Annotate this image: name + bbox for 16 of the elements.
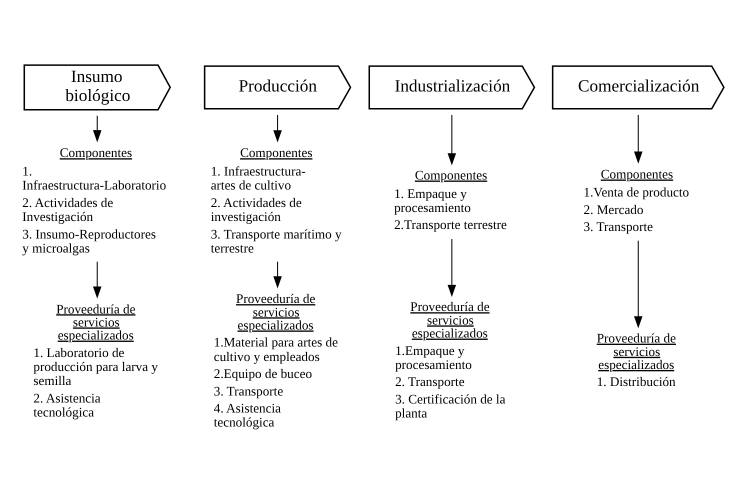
arrow (448, 239, 456, 298)
node-text: Proveeduría de servicios especializados 1. Distribución (596, 330, 676, 390)
node-text: Proveeduría de servicios especializados 1.Material para artes de cultivo y empleados 2.Equipo de buceo 3. Transporte 4. Asistencia tecnológica (214, 291, 338, 430)
node-text: Componentes 1. Infraestructura-Laboratorio 2. Actividades de Investigación 3. Insumo-Reproductores y microalgas (22, 145, 166, 256)
arrow (634, 114, 643, 164)
arrow (634, 240, 643, 328)
node-text: Componentes 1. Empaque y procesamiento 2.Transporte terrestre (394, 168, 507, 232)
node-text: Componentes 1. Infraestructura- artes de cultivo 2. Actividades de investigación 3. Transporte marítimo y terrestre (210, 145, 342, 256)
arrow (273, 262, 282, 288)
arrow (273, 114, 282, 142)
node-text: Proveeduría de servicios especializados 1. Laboratorio de producción para larva y semilla 2. Asistencia tecnológica (33, 301, 158, 420)
node-text: Proveeduría de servicios especializados 1.Empaque y procesamiento 2. Transporte 3. Certificación de la planta (395, 299, 506, 421)
node-text: Componentes 1.Venta de producto 2. Mercado 3. Transporte (584, 166, 690, 234)
arrow (92, 116, 102, 142)
arrow (448, 114, 456, 166)
arrow (92, 262, 102, 299)
